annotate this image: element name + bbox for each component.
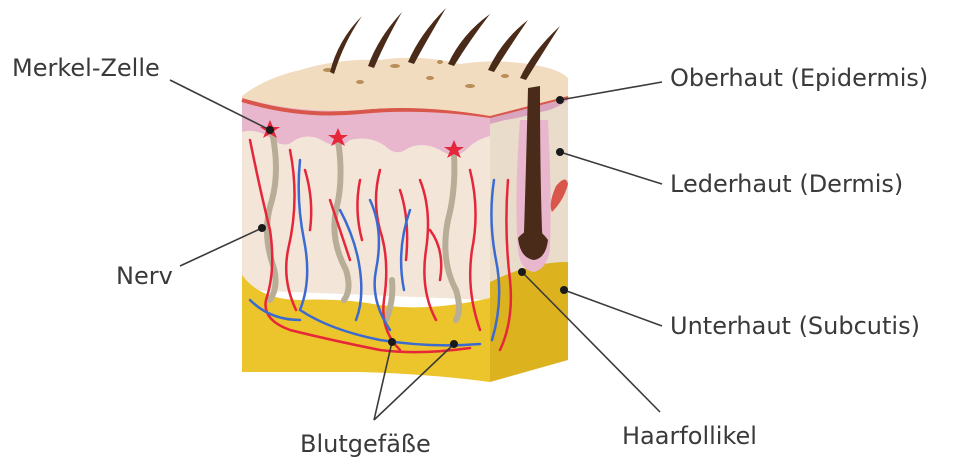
vessel-dot-1 xyxy=(388,338,396,346)
merkel-dot xyxy=(266,126,274,134)
label-subcutis: Unterhaut (Subcutis) xyxy=(670,312,920,340)
subcutis-leader xyxy=(564,290,662,326)
epidermis-top xyxy=(242,58,568,116)
follicle-dot xyxy=(518,268,526,276)
label-nerve: Nerv xyxy=(116,262,173,290)
nerve-dot xyxy=(258,224,266,232)
vessel-dot-2 xyxy=(450,340,458,348)
dermis-dot xyxy=(556,148,564,156)
subcutis-dot xyxy=(560,286,568,294)
label-hair-follicle: Haarfollikel xyxy=(622,422,757,450)
dermis-leader xyxy=(560,152,662,184)
label-epidermis: Oberhaut (Epidermis) xyxy=(670,64,928,92)
label-blood-vessels: Blutgefäße xyxy=(300,430,431,458)
label-dermis: Lederhaut (Dermis) xyxy=(670,170,903,198)
label-merkel-cell: Merkel-Zelle xyxy=(12,54,160,82)
epidermis-leader xyxy=(560,82,662,100)
epidermis-dot xyxy=(556,96,564,104)
